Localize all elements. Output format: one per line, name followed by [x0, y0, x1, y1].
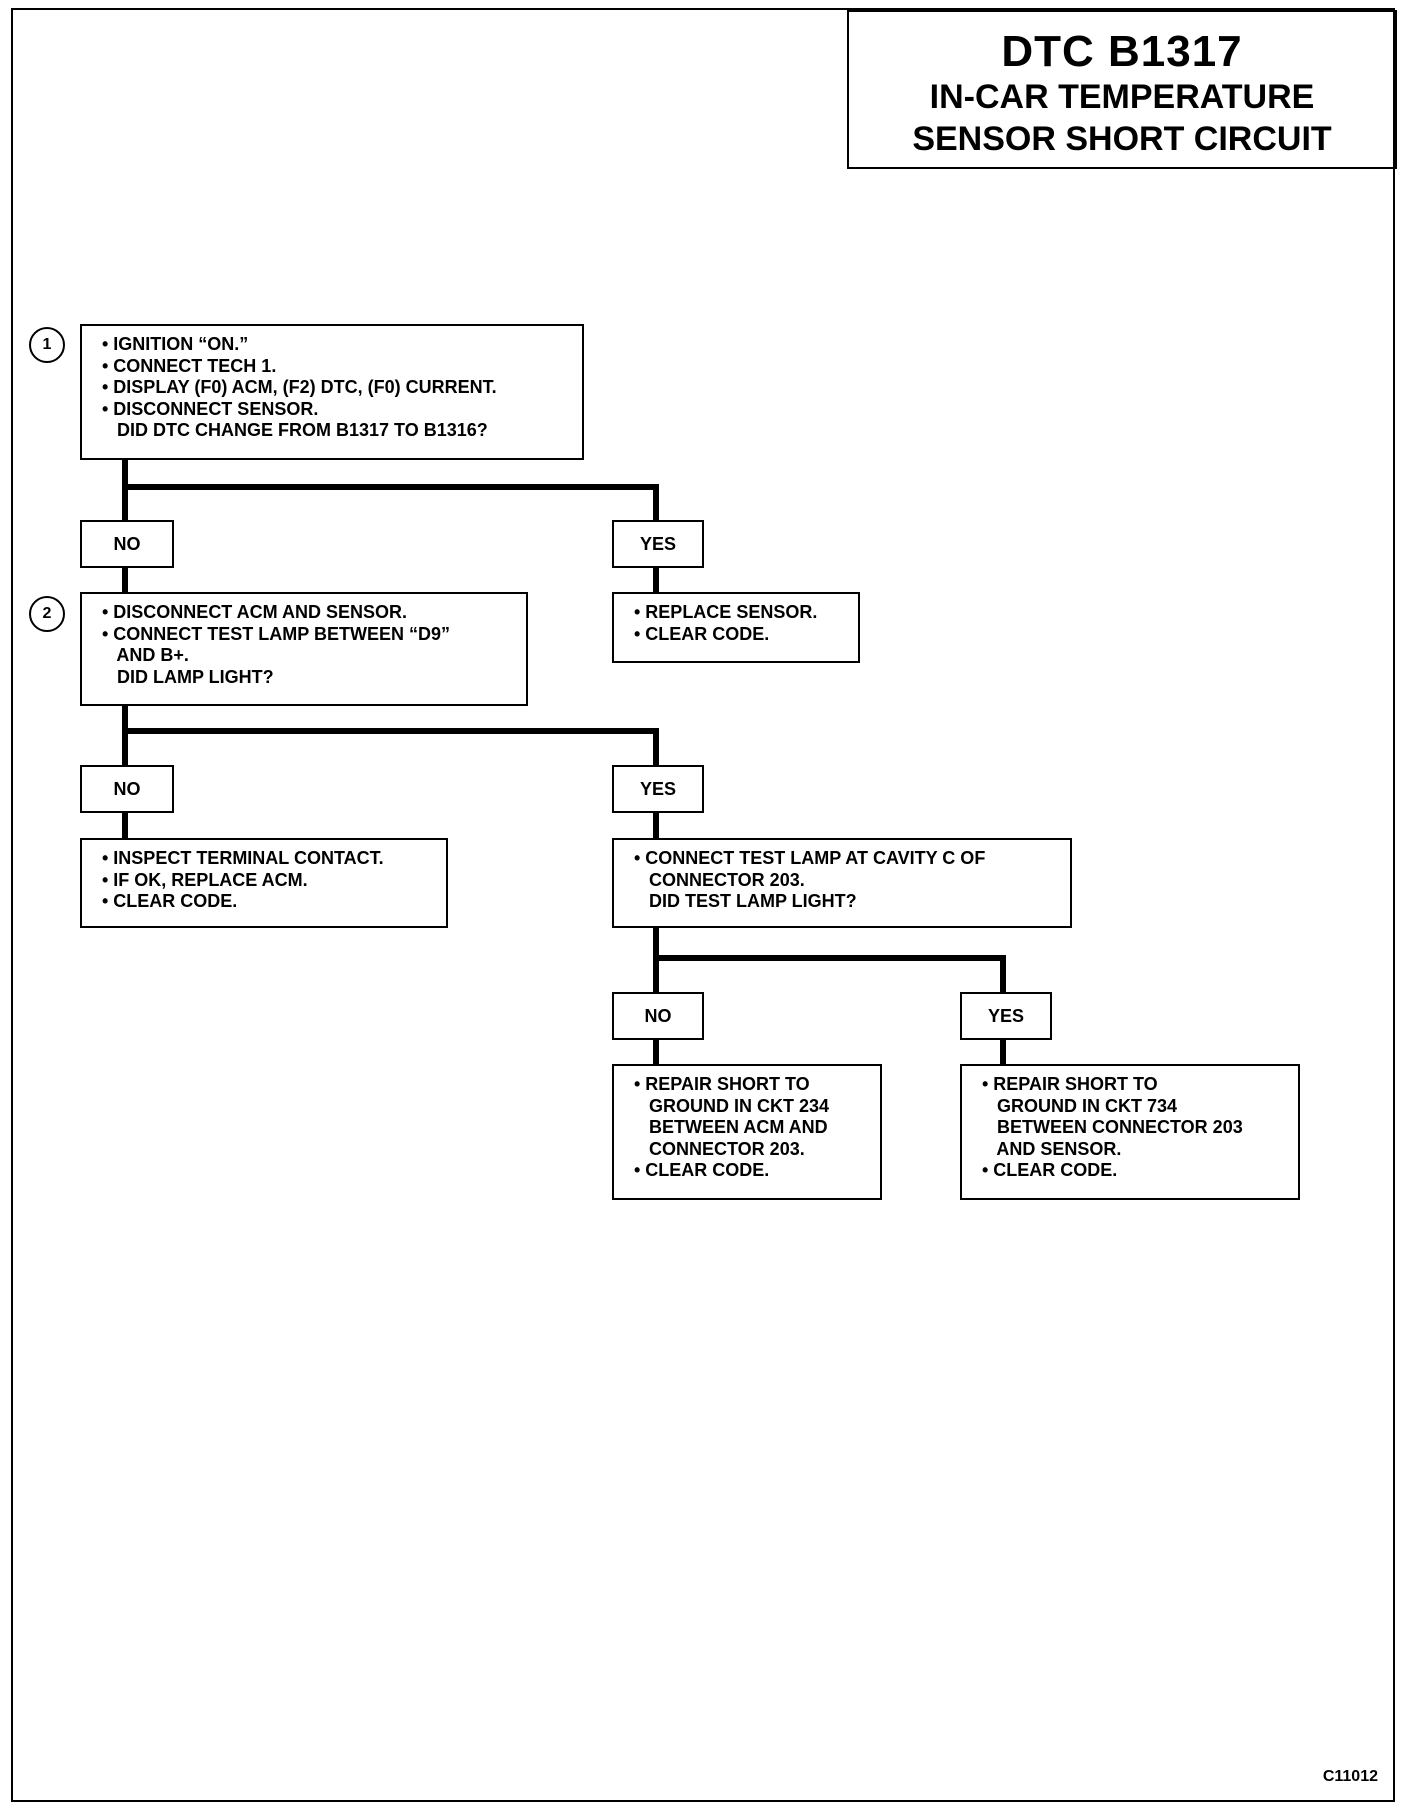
box-line: DID LAMP LIGHT? — [102, 666, 274, 687]
box-line: • CONNECT TEST LAMP AT CAVITY C OF — [634, 848, 986, 868]
box-line: • DISPLAY (F0) ACM, (F2) DTC, (F0) CURRE… — [102, 377, 497, 397]
box-line: • DISCONNECT SENSOR. — [102, 398, 319, 419]
box-line: • CLEAR CODE. — [634, 1160, 770, 1180]
box-line: • CONNECT TECH 1. — [102, 355, 277, 376]
page-title: DTC B1317 — [1001, 27, 1243, 76]
box-line: DID DTC CHANGE FROM B1317 TO B1316? — [102, 420, 488, 440]
step-2-box: • DISCONNECT ACM AND SENSOR. • CONNECT T… — [80, 592, 528, 706]
box-line: • REPAIR SHORT TO — [634, 1074, 810, 1094]
box-line: • IGNITION “ON.” — [102, 334, 249, 354]
box-line: GROUND IN CKT 734 — [982, 1095, 1178, 1116]
box-line: AND SENSOR. — [982, 1138, 1122, 1159]
box-line: GROUND IN CKT 234 — [634, 1095, 830, 1116]
box-line: BETWEEN ACM AND — [634, 1117, 828, 1137]
yes-label-3: YES — [960, 992, 1052, 1040]
no-label-1: NO — [80, 520, 174, 568]
box-line: • CONNECT TEST LAMP BETWEEN “D9” — [102, 623, 450, 644]
box-line: AND B+. — [102, 645, 189, 665]
box-line: • IF OK, REPLACE ACM. — [102, 869, 308, 890]
step-1-box: • IGNITION “ON.” • CONNECT TECH 1. • DIS… — [80, 324, 584, 460]
box-line: • DISCONNECT ACM AND SENSOR. — [102, 602, 407, 622]
no-label-2: NO — [80, 765, 174, 813]
repair-ckt-234-box: • REPAIR SHORT TO GROUND IN CKT 234 BETW… — [612, 1064, 882, 1200]
box-line: • CLEAR CODE. — [102, 891, 238, 911]
box-line: DID TEST LAMP LIGHT? — [634, 891, 857, 911]
replace-sensor-box: • REPLACE SENSOR. • CLEAR CODE. — [612, 592, 860, 663]
inspect-terminal-box: • INSPECT TERMINAL CONTACT. • IF OK, REP… — [80, 838, 448, 928]
subtitle-line-2: SENSOR SHORT CIRCUIT — [912, 120, 1332, 158]
no-label-3: NO — [612, 992, 704, 1040]
step-1-marker: 1 — [29, 327, 65, 363]
box-line: • REPLACE SENSOR. — [634, 602, 818, 622]
box-line: • REPAIR SHORT TO — [982, 1074, 1158, 1094]
subtitle-line-1: IN-CAR TEMPERATURE — [929, 78, 1315, 116]
box-line: CONNECTOR 203. — [634, 869, 805, 890]
yes-label-2: YES — [612, 765, 704, 813]
title-block: DTC B1317 IN-CAR TEMPERATURE SENSOR SHOR… — [847, 10, 1397, 169]
figure-code: C11012 — [1322, 1768, 1378, 1785]
box-line: • INSPECT TERMINAL CONTACT. — [102, 848, 384, 868]
step-2-marker: 2 — [29, 596, 65, 632]
cavity-test-box: • CONNECT TEST LAMP AT CAVITY C OF CONNE… — [612, 838, 1072, 928]
page-frame — [11, 8, 1395, 1802]
box-line: BETWEEN CONNECTOR 203 — [982, 1117, 1243, 1137]
box-line: • CLEAR CODE. — [634, 623, 770, 644]
yes-label-1: YES — [612, 520, 704, 568]
box-line: • CLEAR CODE. — [982, 1160, 1118, 1180]
box-line: CONNECTOR 203. — [634, 1138, 805, 1159]
repair-ckt-734-box: • REPAIR SHORT TO GROUND IN CKT 734 BETW… — [960, 1064, 1300, 1200]
